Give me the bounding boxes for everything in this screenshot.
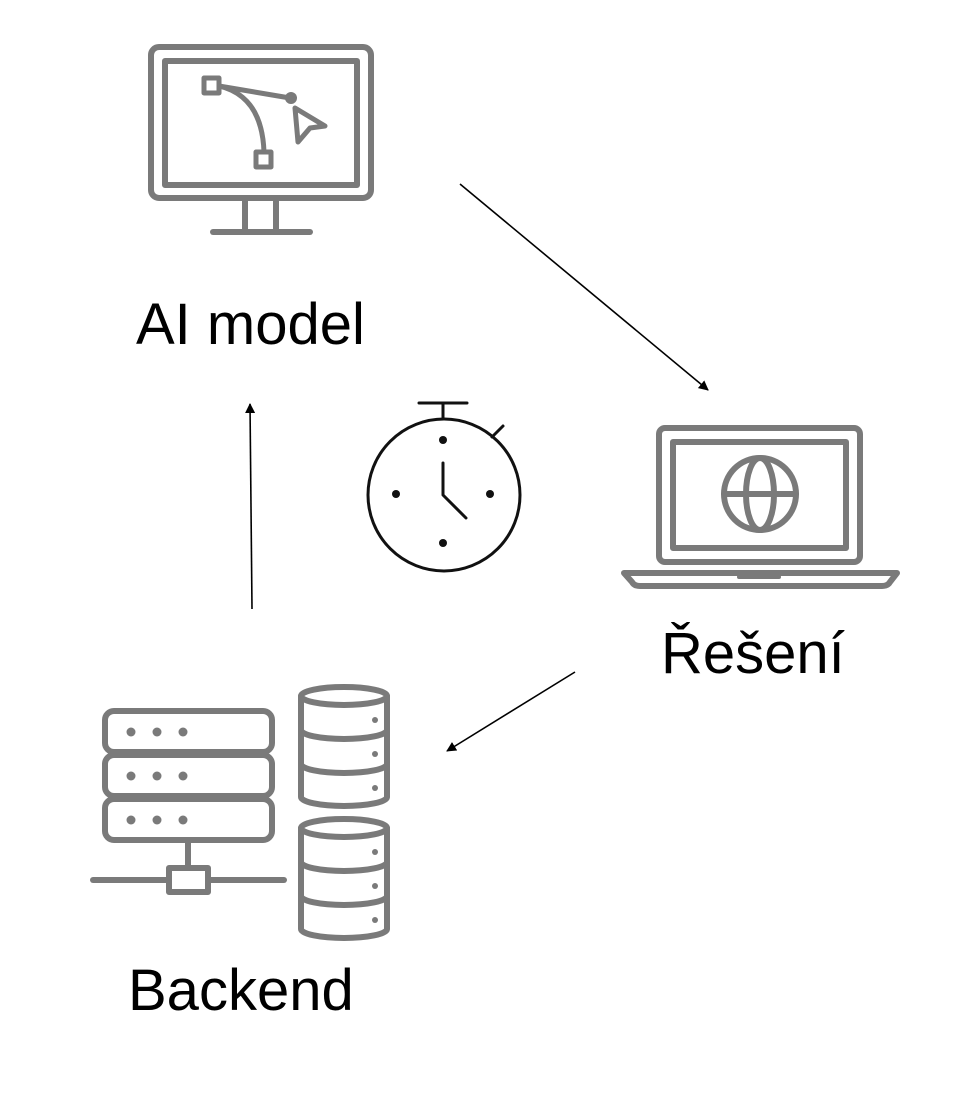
server-rack-database-icon xyxy=(90,684,390,941)
laptop-globe-icon xyxy=(621,425,900,589)
stopwatch-hour-dots xyxy=(392,436,494,547)
server-status-dots xyxy=(126,717,378,923)
solution-label: Řešení xyxy=(661,621,845,686)
ai-model-label: AI model xyxy=(136,292,365,357)
arrow-backend-to-ai-model xyxy=(245,403,256,610)
stopwatch-icon xyxy=(366,401,522,573)
arrow-reseni-to-backend xyxy=(446,671,576,752)
backend-label: Backend xyxy=(128,958,354,1023)
arrow-ai-model-to-reseni xyxy=(459,183,709,391)
monitor-bezier-pen-icon xyxy=(148,44,374,235)
